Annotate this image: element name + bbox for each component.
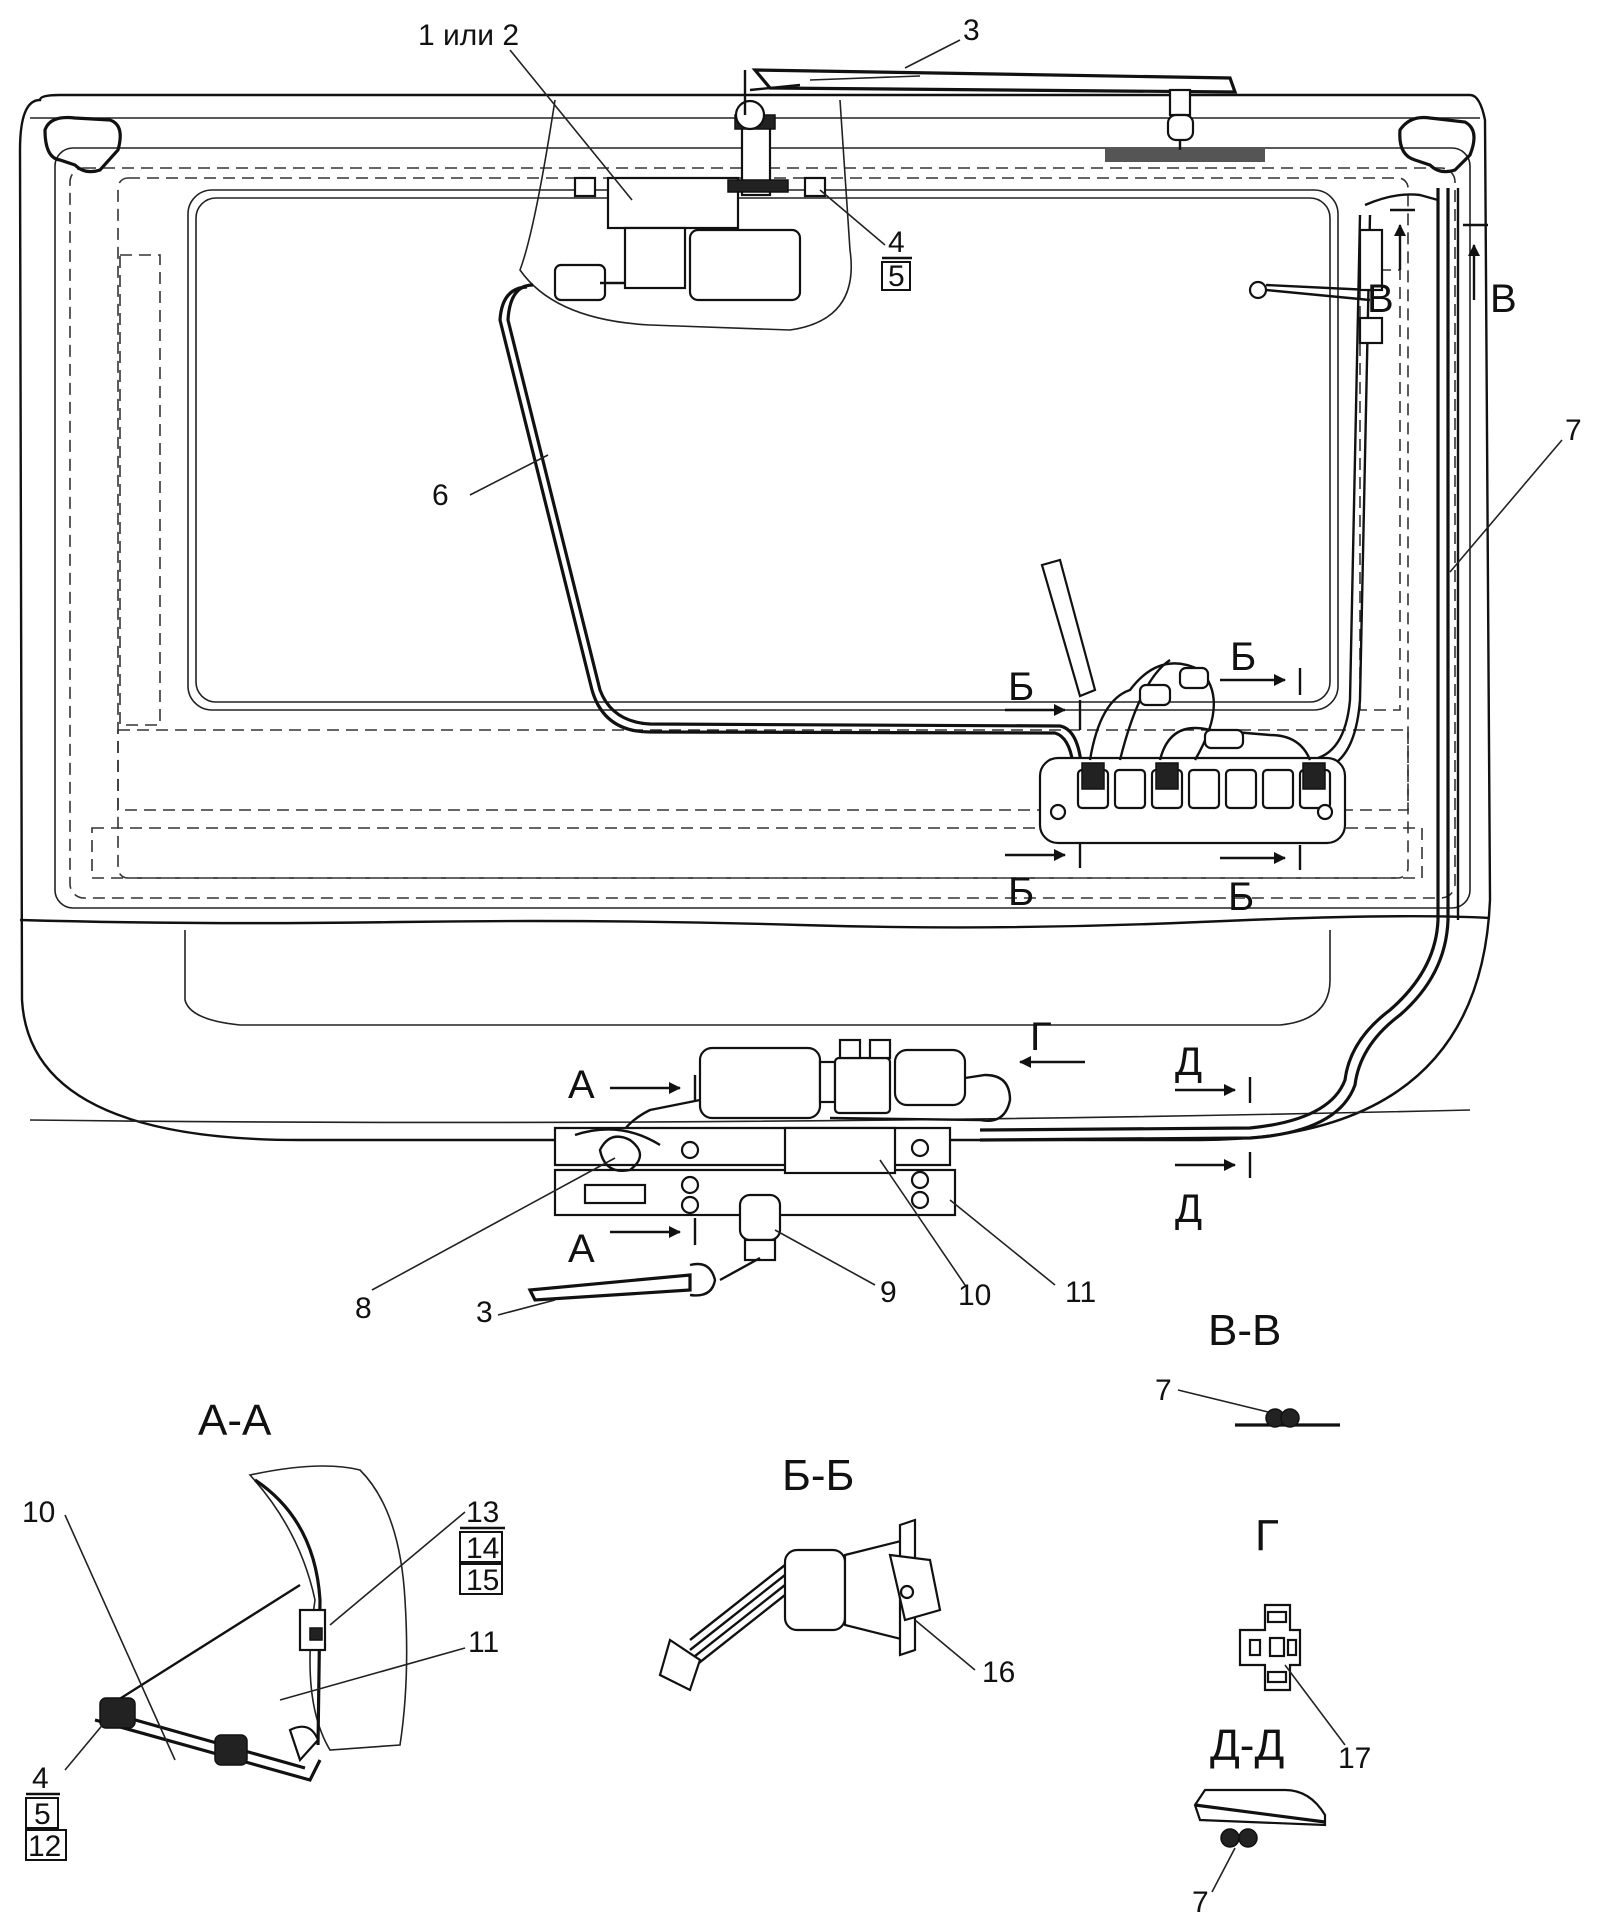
marker-d-top: Д [1175,1040,1202,1084]
harness-7 [979,188,1460,1142]
label-part-5-top: 5 [888,260,905,293]
marker-v-left: В [1367,277,1394,321]
section-markers [610,208,1488,1245]
marker-v-right: В [1490,277,1517,321]
leader-part-16 [914,1619,976,1671]
harness-6 [498,283,1084,776]
leader-part-10-aa [64,1514,176,1761]
leader-part-10-main [879,1159,966,1286]
marker-a-top: А [568,1063,595,1107]
marker-g: Г [1030,1015,1052,1059]
label-part-4-aa: 4 [32,1762,49,1795]
leader-part-7-vv [1177,1389,1269,1413]
box-part-12-aa [25,1829,67,1861]
bottom-wiper-motor [613,1038,1012,1151]
leader-part-4-5-top [819,189,886,246]
label-part-7-vv: 7 [1155,1374,1172,1407]
marker-b-right-top: Б [1230,635,1256,679]
leader-part-13-aa [329,1511,466,1626]
label-part-11-aa: 11 [468,1626,499,1659]
label-part-5-aa: 5 [34,1798,51,1831]
marker-b-left-top: Б [1008,665,1034,709]
leader-part-4-aa [64,1721,106,1771]
view-aa-drawing [94,1465,408,1782]
label-part-10-aa: 10 [22,1496,55,1529]
box-part-5-aa [25,1797,59,1829]
view-bb-drawing [658,1518,942,1692]
label-part-9: 9 [880,1276,897,1309]
title-view-bb: Б-Б [782,1451,854,1500]
switch-panel [1038,558,1347,845]
label-part-3-top: 3 [963,14,980,47]
label-part-13-aa: 13 [466,1496,499,1529]
label-part-6: 6 [432,479,449,512]
leader-part-17 [1284,1664,1346,1746]
label-part-1or2: 1 или 2 [418,19,519,52]
label-part-7-main: 7 [1565,414,1582,447]
bottom-wiper-arm [527,1256,761,1302]
leader-part-3-bottom [497,1299,556,1316]
bottom-bracket [553,1126,957,1262]
marker-d-bottom: Д [1175,1187,1202,1231]
label-part-3-bottom: 3 [476,1296,493,1329]
top-wiper-arm [743,68,1238,150]
label-part-15-aa: 15 [466,1564,499,1597]
label-part-16: 16 [982,1656,1015,1689]
label-part-17: 17 [1338,1742,1371,1775]
title-view-vv: В-В [1208,1306,1281,1355]
label-part-8: 8 [355,1292,372,1325]
marker-a-bottom: А [568,1227,595,1271]
box-part-15-aa [459,1563,503,1595]
box-part-5-top [881,261,911,291]
title-view-g: Г [1255,1511,1279,1560]
leader-part-8 [371,1157,616,1291]
leader-part-7-main [1449,439,1563,573]
box-part-14-aa [459,1531,503,1563]
label-part-11-main: 11 [1065,1276,1096,1309]
sensor-connector [1248,228,1384,345]
view-vv-drawing [1235,1408,1340,1428]
title-view-dd: Д-Д [1210,1721,1284,1770]
label-part-7-dd: 7 [1192,1886,1209,1919]
leader-part-1or2 [509,49,633,201]
label-part-14-aa: 14 [466,1532,499,1565]
leader-part-6 [469,454,549,496]
title-view-aa: А-А [198,1396,272,1445]
leader-part-3-top [904,39,961,69]
label-part-10-main: 10 [958,1279,991,1312]
leader-part-11-main [949,1199,1056,1286]
view-g-drawing [1238,1603,1302,1692]
leader-part-7-dd [1211,1847,1236,1893]
leader-part-9 [774,1229,876,1286]
view-dd-drawing [1193,1788,1327,1848]
marker-b-right-bottom: Б [1228,875,1254,919]
leader-part-11-aa [279,1647,466,1701]
marker-b-left-bottom: Б [1008,870,1034,914]
top-wiper-motor [519,99,852,331]
label-part-12-aa: 12 [28,1830,61,1863]
label-part-4-top: 4 [888,226,905,259]
